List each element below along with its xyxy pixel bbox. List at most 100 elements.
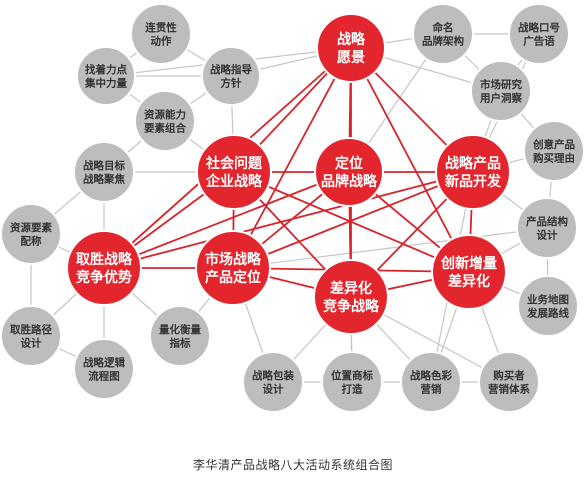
node-label: 方针 bbox=[221, 77, 242, 90]
node-circle bbox=[523, 120, 585, 182]
node-label: 发展路线 bbox=[526, 307, 569, 320]
node-label: 打造 bbox=[342, 383, 363, 396]
node-label: 位置商标 bbox=[331, 369, 373, 382]
node-circle bbox=[313, 259, 389, 335]
node-circle bbox=[130, 3, 192, 65]
node-label: 流程图 bbox=[88, 370, 120, 383]
node-circle bbox=[435, 134, 511, 210]
edge-cpjg-sczl bbox=[232, 227, 548, 269]
node-label: 动作 bbox=[151, 35, 172, 48]
node-label: 设计 bbox=[21, 337, 42, 350]
edge-zlyj-sczl bbox=[232, 47, 352, 269]
node-label: 产品定位 bbox=[205, 269, 261, 286]
node-circle bbox=[321, 351, 383, 413]
node-label: 命名 bbox=[432, 21, 454, 34]
node-label: 战略产品 bbox=[445, 155, 501, 172]
node-circle bbox=[517, 275, 579, 337]
node-circle bbox=[478, 351, 540, 413]
edge-shwt-cxzl bbox=[233, 171, 470, 273]
node-label: 广告语 bbox=[523, 35, 555, 48]
node-label: 战略目标 bbox=[83, 159, 125, 172]
edge-dwpp-qszl bbox=[103, 171, 350, 269]
node-label: 用户洞察 bbox=[479, 92, 522, 105]
node-label: 社会问题 bbox=[205, 155, 263, 172]
edge-zlcp-sczl bbox=[232, 171, 474, 269]
node-circle bbox=[316, 13, 386, 83]
node-label: 创新增量 bbox=[440, 255, 497, 272]
node-circle bbox=[242, 351, 304, 413]
node-label: 取胜战略 bbox=[76, 251, 133, 268]
node-label: 购买理由 bbox=[533, 152, 575, 165]
node-label: 量化衡量 bbox=[159, 323, 201, 336]
node-circle bbox=[134, 90, 196, 152]
node-label: 品牌战略 bbox=[321, 173, 378, 190]
diagram-caption: 李华清产品战略八大活动系统组合图 bbox=[192, 458, 393, 472]
node-circle bbox=[400, 351, 462, 413]
node-label: 竞争优势 bbox=[76, 269, 132, 286]
node-circle bbox=[0, 203, 62, 265]
node-label: 战略聚焦 bbox=[83, 173, 125, 186]
node-label: 产品结构 bbox=[526, 215, 568, 228]
node-group: 战略愿景社会问题企业战略定位品牌战略战略产品新品开发取胜战略竞争优势市场战略产品… bbox=[0, 3, 585, 413]
node-label: 品牌架构 bbox=[422, 35, 464, 48]
node-circle bbox=[73, 141, 135, 203]
node-circle bbox=[76, 46, 136, 106]
node-label: 创意产品 bbox=[532, 138, 575, 151]
node-label: 战略包装 bbox=[252, 369, 294, 382]
node-label: 设计 bbox=[263, 383, 284, 396]
node-label: 战略口号 bbox=[518, 21, 560, 34]
node-label: 资源要素 bbox=[10, 221, 52, 234]
node-circle bbox=[431, 234, 507, 310]
node-label: 指标 bbox=[170, 337, 191, 350]
node-label: 取胜路径 bbox=[10, 323, 52, 336]
node-circle bbox=[0, 305, 62, 367]
node-label: 战略色彩 bbox=[410, 369, 452, 382]
node-label: 差异化 bbox=[330, 280, 372, 297]
node-label: 设计 bbox=[537, 229, 558, 242]
node-label: 要素组合 bbox=[144, 122, 186, 135]
node-circle bbox=[195, 230, 271, 306]
edge-zlcp-qszl bbox=[103, 171, 474, 269]
node-label: 战略逻辑 bbox=[83, 356, 125, 369]
node-circle bbox=[470, 60, 532, 122]
node-circle bbox=[412, 3, 474, 65]
node-label: 找着力点 bbox=[85, 63, 127, 76]
node-label: 市场战略 bbox=[205, 251, 262, 268]
node-label: 业务地图 bbox=[527, 293, 569, 306]
node-label: 差异化 bbox=[448, 273, 490, 290]
node-label: 新品开发 bbox=[445, 173, 502, 190]
node-circle bbox=[66, 230, 142, 306]
node-label: 战略 bbox=[337, 31, 366, 48]
node-label: 连贯性 bbox=[145, 21, 177, 34]
node-label: 竞争战略 bbox=[323, 298, 380, 315]
node-label: 市场研究 bbox=[480, 78, 522, 91]
node-label: 营销 bbox=[421, 383, 442, 396]
node-label: 营销体系 bbox=[488, 383, 530, 396]
node-label: 集中力量 bbox=[84, 77, 127, 90]
node-label: 购买者 bbox=[493, 369, 525, 382]
node-circle bbox=[314, 137, 384, 207]
